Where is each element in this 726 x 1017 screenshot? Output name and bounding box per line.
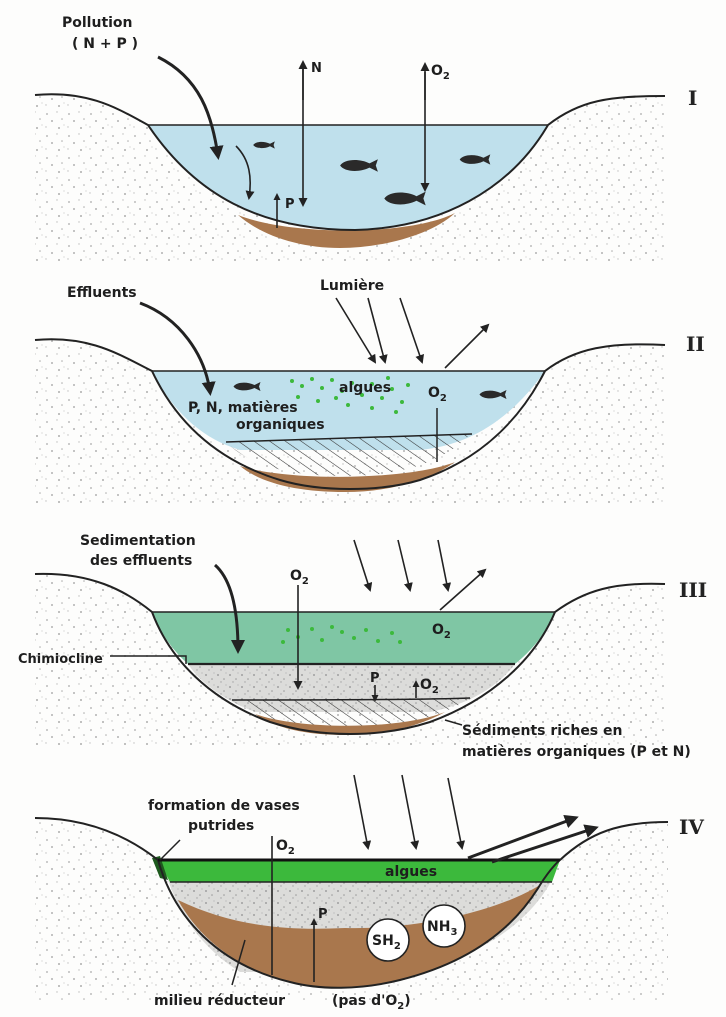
algues-label: algues — [339, 380, 391, 396]
roman-numeral-4: IV — [679, 815, 704, 839]
lumiere-label: Lumière — [320, 278, 384, 294]
light-arrow — [368, 298, 385, 362]
pollution-label: Pollution — [62, 15, 133, 31]
light-arrow — [402, 775, 416, 848]
vases-pointer — [160, 840, 180, 860]
chimiocline-label: Chimiocline — [18, 652, 103, 667]
milieu-label: milieu réducteur — [154, 993, 285, 1009]
reflected-light-arrow — [445, 325, 488, 368]
roman-numeral-1: I — [688, 86, 697, 110]
sediments-label-line1: Sédiments riches en — [462, 723, 622, 739]
panel-3: Sedimentation des effluents O2 O2 Chimio… — [18, 533, 707, 760]
vases-label-line1: formation de vases — [148, 798, 300, 814]
sediments-label-line2: matières organiques (P et N) — [462, 744, 691, 760]
light-arrow — [354, 540, 370, 590]
roman-numeral-3: III — [679, 578, 707, 602]
effluents-label: Effluents — [67, 285, 137, 301]
o2-label-4: O2 — [276, 838, 295, 857]
p-label-4: P — [318, 907, 328, 922]
np-label: ( N + P ) — [72, 36, 138, 52]
light-arrow — [354, 775, 368, 848]
light-arrow — [400, 298, 422, 362]
light-arrow — [438, 540, 448, 590]
algae-layer-4 — [158, 860, 560, 882]
light-arrow — [398, 540, 410, 590]
panel-1: Pollution ( N + P ) N O2 P I — [35, 15, 697, 262]
sedimentation-label-line2: des effluents — [90, 553, 192, 569]
pn-label-line1: P, N, matières — [188, 400, 298, 416]
reflected-light-arrow — [440, 570, 485, 610]
n-label: N — [311, 61, 322, 76]
pn-label-line2: organiques — [236, 417, 325, 433]
algues-label-4: algues — [385, 864, 437, 880]
light-arrow — [336, 298, 375, 362]
sedimentation-label-line1: Sedimentation — [80, 533, 196, 549]
p-label: P — [285, 197, 295, 212]
light-arrow — [448, 778, 462, 848]
o2-top-label: O2 — [290, 568, 309, 587]
panel-4: formation de vases putrides O2 algues P … — [35, 775, 704, 1012]
vases-label-line2: putrides — [188, 818, 254, 834]
panel-2: Effluents Lumière algues O2 P, N, matièr… — [35, 278, 705, 505]
p-label-3: P — [370, 671, 380, 686]
o2-label: O2 — [431, 63, 450, 82]
roman-numeral-2: II — [686, 332, 705, 356]
